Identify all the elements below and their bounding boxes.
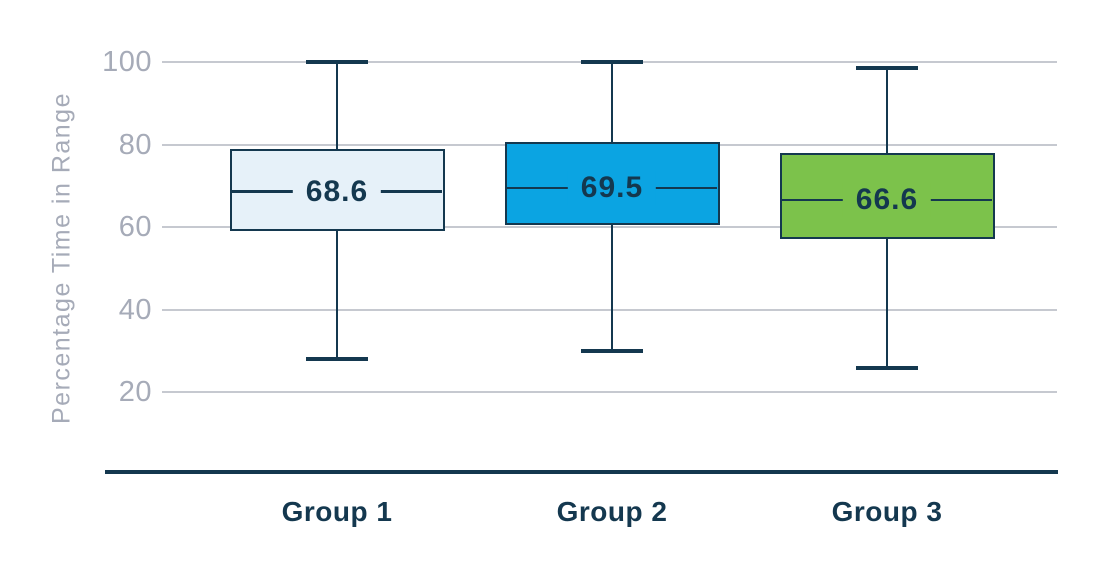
upper-whisker-group-1 xyxy=(335,62,339,149)
y-tick-label-60: 60 xyxy=(118,211,152,243)
min-cap-group-3 xyxy=(856,366,918,370)
min-cap-group-2 xyxy=(581,349,643,353)
lower-whisker-group-1 xyxy=(335,231,339,359)
x-category-label-group-3: Group 3 xyxy=(831,496,943,527)
upper-whisker-group-3 xyxy=(885,68,889,153)
lower-whisker-group-2 xyxy=(610,224,614,351)
upper-whisker-group-2 xyxy=(610,62,614,143)
max-cap-group-2 xyxy=(581,60,643,64)
x-axis-line xyxy=(105,470,1058,474)
max-cap-group-3 xyxy=(856,66,918,70)
x-category-label-group-1: Group 1 xyxy=(281,496,393,527)
y-tick-label-80: 80 xyxy=(118,128,152,161)
min-cap-group-1 xyxy=(306,357,368,361)
median-value-label-group-1: 68.6 xyxy=(292,174,382,209)
y-tick-label-100: 100 xyxy=(102,46,152,78)
median-value-label-group-3: 66.6 xyxy=(842,182,932,217)
median-value-label-group-2: 69.5 xyxy=(567,170,657,205)
gridline-40 xyxy=(162,308,1057,311)
y-tick-label-20: 20 xyxy=(118,376,152,408)
gridline-60 xyxy=(162,226,1057,228)
lower-whisker-group-3 xyxy=(885,239,889,369)
max-cap-group-1 xyxy=(306,60,368,64)
gridline-20 xyxy=(162,391,1057,393)
x-category-label-group-2: Group 2 xyxy=(556,496,668,527)
y-tick-label-40: 40 xyxy=(118,293,152,326)
